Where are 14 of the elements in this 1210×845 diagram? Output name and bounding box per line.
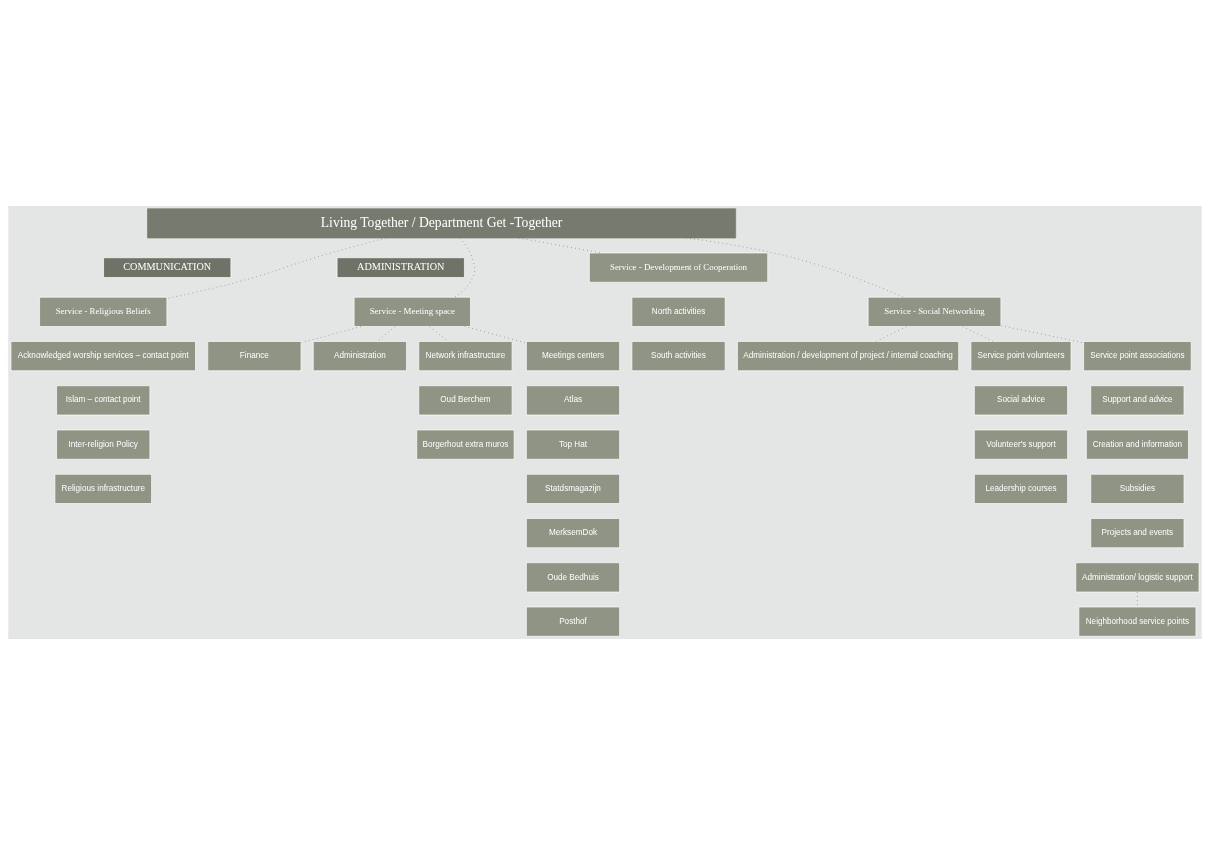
connector [464,326,527,344]
node-box: Service - Social Networking [867,296,1002,327]
node-box: Service - Development of Cooperation [589,252,769,283]
node-box: Service - Meeting space [353,296,471,327]
connector [685,237,904,298]
connector [300,326,362,344]
connector [1000,325,1084,344]
node-box: COMMUNICATION [103,257,232,278]
node-box: Living Together / Department Get -Together [147,208,737,239]
node-box: Service - Religious Beliefs [39,296,168,327]
connector [454,237,475,298]
connector [876,326,907,342]
node-box: ADMINISTRATION [336,257,465,278]
connector [962,326,993,342]
